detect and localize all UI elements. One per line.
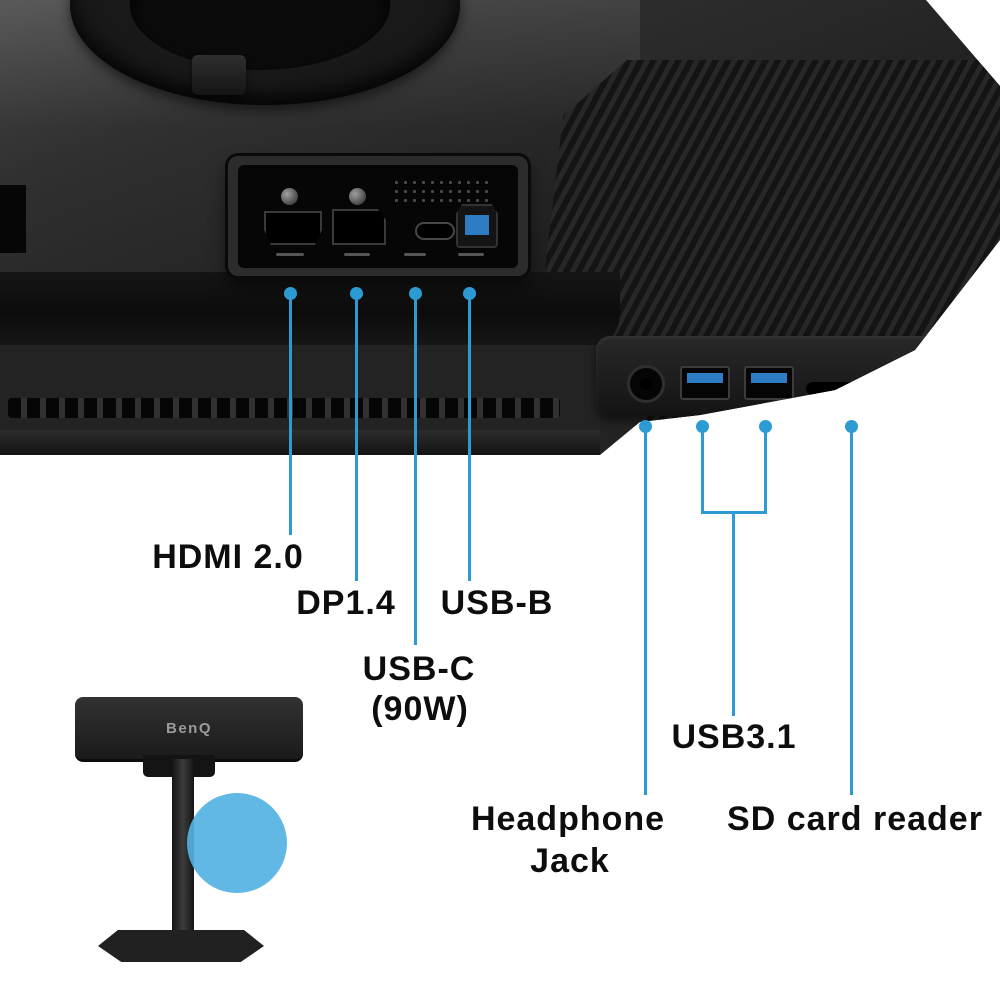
sd-label: SD card reader [727,800,983,838]
usb-a-port-2-insert [751,373,787,383]
monitor-back-photo [0,0,1000,455]
inset-monitor-stand-column [172,759,194,937]
usb-a-port-1-insert [687,373,723,383]
usb31-callout-stem [732,511,735,716]
speaker-vent-strip [8,398,560,418]
screw-icon [349,188,366,205]
port-label-marks [276,253,304,256]
headphone-jack-hole [640,378,652,390]
usb-c-callout-dot [409,287,422,300]
usb-b-callout-dot [463,287,476,300]
dp-label: DP1.4 [296,584,396,622]
usb-b-port [456,204,498,248]
usb-a-port-1 [680,366,730,400]
screw-icon [281,188,298,205]
usb-c-port [415,222,455,240]
headphone-jack [627,365,665,403]
usb31-callout-line-1 [701,427,704,514]
perforation-dots [392,178,494,206]
brand-logo: BenQ [165,719,212,737]
usb-c-wattage-label: (90W) [371,690,469,728]
usb31-label: USB3.1 [671,718,797,756]
panel-underlip-shadow [0,272,620,350]
inset-monitor-screen: BenQ [75,697,303,762]
hdmi-port [264,211,322,245]
dp-callout-dot [350,287,363,300]
sd-callout-line [850,427,853,795]
stand-arm-edge [0,185,26,253]
inset-monitor-stand-base [98,930,264,962]
hdmi-callout-dot [284,287,297,300]
usb31-callout-dot-2 [759,420,772,433]
port-location-highlight-circle [187,793,287,893]
bottom-edge [0,430,600,455]
sd-card-slot [806,382,902,396]
hdmi-callout-line [289,293,292,535]
port-label-marks [458,253,484,256]
dp-callout-line [355,293,358,581]
usb-c-label: USB-C [362,650,476,688]
displayport-port [332,209,386,245]
stand-release-tab [192,55,246,95]
usb-b-label: USB-B [440,584,554,622]
usb31-callout-line-2 [764,427,767,514]
headphone-jack-label: Jack [530,842,610,880]
usb-c-callout-line [414,293,417,645]
usb-b-port-insert [465,215,489,235]
port-label-marks [404,253,426,256]
usb-b-callout-line [468,293,471,581]
usb31-callout-dot-1 [696,420,709,433]
sd-callout-dot [845,420,858,433]
hdmi-label: HDMI 2.0 [152,538,304,576]
headphone-callout-dot [639,420,652,433]
usb-a-port-2 [744,366,794,400]
port-label-marks [344,253,370,256]
headphone-label: Headphone [470,800,666,838]
headphone-callout-line [644,427,647,795]
